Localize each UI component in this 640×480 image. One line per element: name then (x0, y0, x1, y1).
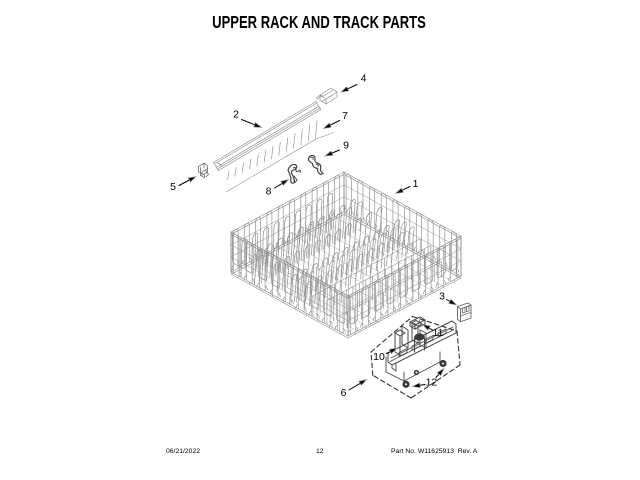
svg-text:9: 9 (343, 140, 349, 152)
svg-text:7: 7 (342, 110, 348, 122)
svg-text:5: 5 (170, 181, 176, 193)
svg-text:2: 2 (233, 109, 239, 121)
svg-text:12: 12 (426, 377, 438, 389)
svg-text:10: 10 (373, 351, 385, 363)
svg-text:1: 1 (413, 178, 419, 190)
svg-text:4: 4 (361, 73, 367, 85)
svg-text:3: 3 (439, 291, 445, 303)
svg-text:6: 6 (341, 387, 347, 399)
svg-text:8: 8 (266, 186, 272, 198)
svg-text:11: 11 (433, 327, 444, 339)
